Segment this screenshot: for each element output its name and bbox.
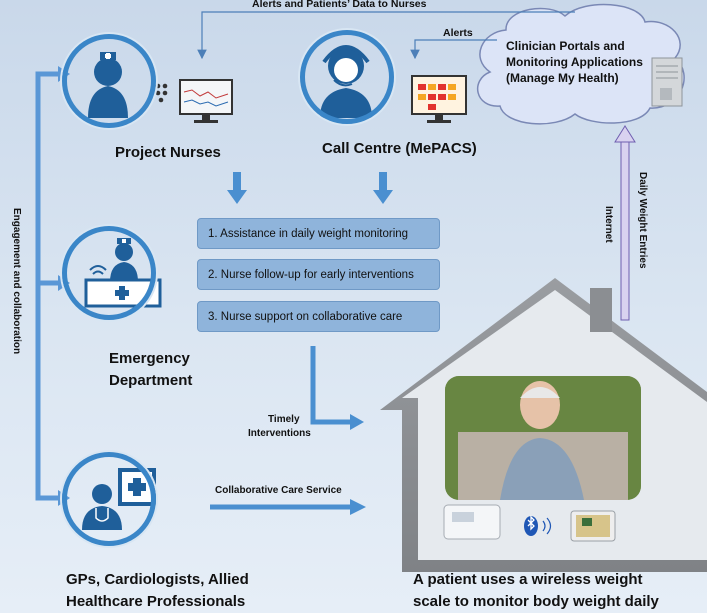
nurse-circle (62, 34, 156, 128)
operator-circle (300, 30, 394, 124)
weight-scale-icon (443, 504, 501, 540)
project-nurses-label: Project Nurses (115, 144, 221, 161)
cloud-line-2: Monitoring Applications (506, 55, 643, 69)
service-box-1: 1. Assistance in daily weight monitoring (197, 218, 440, 249)
alerts-label: Alerts (443, 27, 473, 39)
monitor-grid-icon (411, 75, 467, 123)
phone-dots-icon (155, 83, 168, 103)
patient-caption-line-1: A patient uses a wireless weight (413, 571, 643, 588)
service-box-3: 3. Nurse support on collaborative care (197, 301, 440, 332)
emergency-label-line-1: Emergency (109, 350, 190, 367)
engagement-line (35, 71, 58, 501)
call-centre-label: Call Centre (MePACS) (322, 140, 477, 157)
internet-up-arrow (614, 125, 636, 321)
monitor-chart-icon (179, 79, 233, 123)
timely-label-line-1: Timely (268, 414, 300, 425)
cloud-text: Clinician Portals and Monitoring Applica… (506, 38, 666, 86)
gps-label-line-2: Healthcare Professionals (66, 593, 246, 610)
collab-label: Collaborative Care Service (215, 485, 342, 496)
patient-caption-line-2: scale to monitor body weight daily (413, 593, 659, 610)
patient-photo (445, 376, 641, 500)
cloud-shape (476, 3, 685, 125)
internet-label: Internet (603, 206, 614, 243)
collab-arrow-head (350, 499, 366, 515)
timely-label-line-2: Interventions (248, 428, 311, 439)
cloud-line-1: Clinician Portals and (506, 39, 625, 53)
timely-arrow-line (310, 346, 352, 425)
daily-weight-label: Daily Weight Entries (637, 172, 648, 269)
emergency-label-line-2: Department (109, 372, 193, 389)
top-alert-arrow (197, 11, 575, 60)
cloud-line-3: (Manage My Health) (506, 71, 619, 85)
timely-arrow-head (350, 414, 364, 430)
server-icon (651, 57, 683, 107)
top-arrow-label: Alerts and Patients’ Data to Nurses (252, 0, 427, 10)
engagement-label: Engagement and collaboration (11, 208, 22, 355)
doctor-circle (62, 452, 156, 546)
service-box-2: 2. Nurse follow-up for early interventio… (197, 259, 440, 290)
alerts-arrow (410, 39, 497, 60)
bluetooth-icon (524, 515, 552, 536)
callcentre-down-arrow (373, 172, 393, 204)
nurses-down-arrow (227, 172, 247, 204)
emergency-circle (62, 226, 156, 320)
tablet-icon (570, 510, 616, 542)
gps-label-line-1: GPs, Cardiologists, Allied (66, 571, 249, 588)
